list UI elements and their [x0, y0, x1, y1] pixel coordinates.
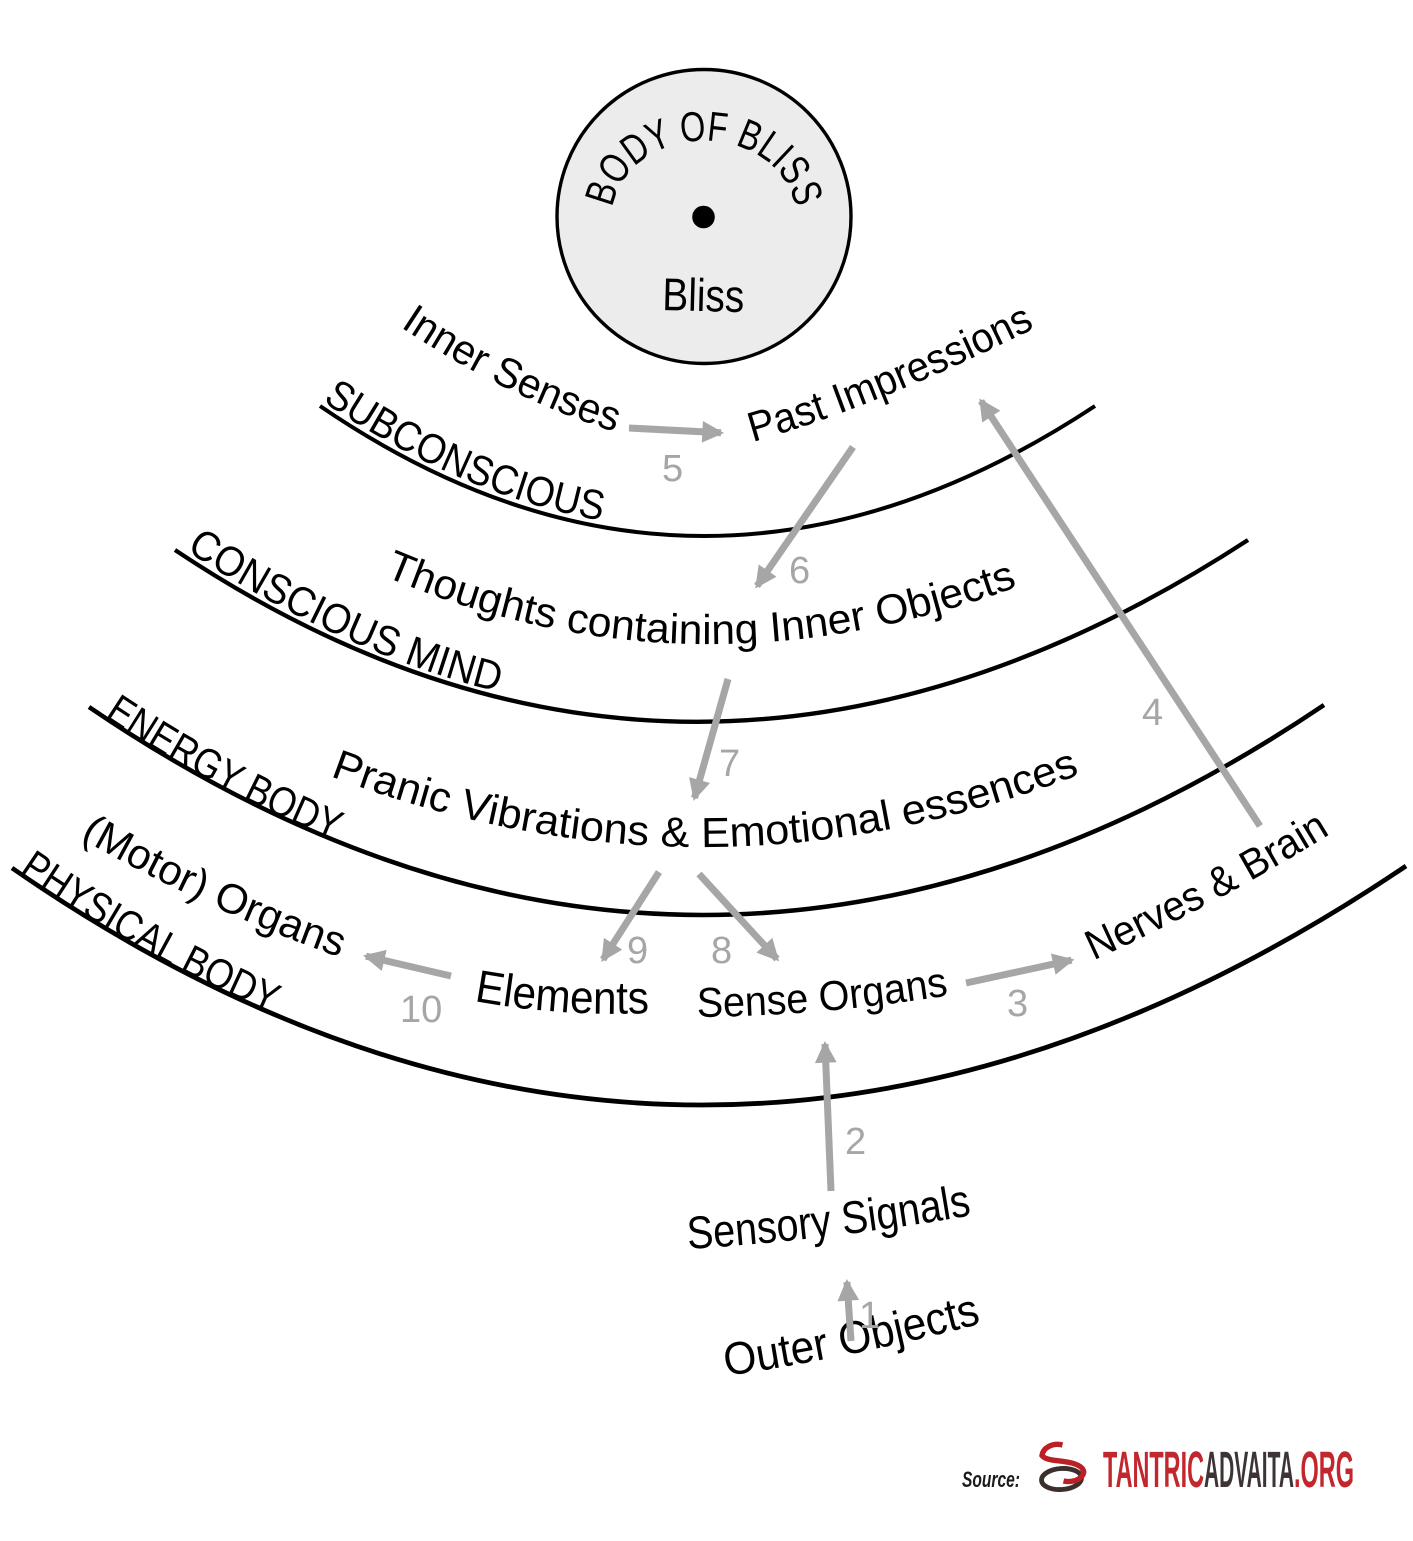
svg-text:4: 4 [1142, 692, 1163, 734]
svg-text:7: 7 [719, 743, 740, 785]
svg-text:2: 2 [845, 1121, 866, 1163]
svg-text:8: 8 [711, 930, 732, 972]
svg-text:Source:: Source: [962, 1467, 1020, 1492]
svg-text:3: 3 [1007, 983, 1028, 1025]
svg-text:ADVAITA: ADVAITA [1204, 1441, 1294, 1498]
svg-text:9: 9 [627, 930, 648, 972]
svg-text:5: 5 [662, 448, 683, 490]
svg-text:.ORG: .ORG [1294, 1441, 1354, 1498]
svg-text:TANTRIC: TANTRIC [1103, 1441, 1204, 1498]
svg-text:1: 1 [859, 1295, 880, 1337]
svg-text:Bliss: Bliss [662, 268, 745, 322]
svg-text:10: 10 [400, 989, 442, 1031]
svg-text:6: 6 [789, 550, 810, 592]
